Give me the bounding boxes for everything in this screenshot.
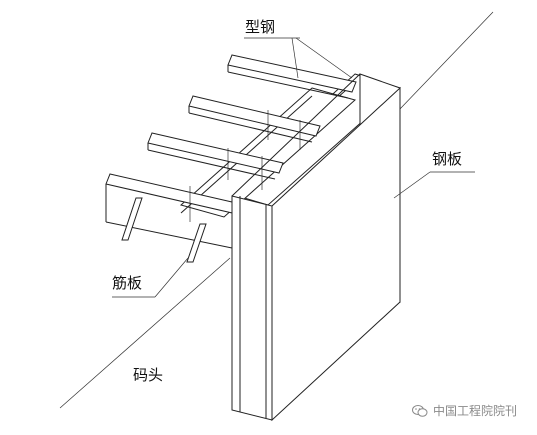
wechat-icon [412, 404, 428, 417]
leader-rib-plate [112, 257, 189, 298]
leader-steel-plate [393, 171, 475, 199]
rib-plate-label: 筋板 [112, 274, 143, 292]
wharf-label: 码头 [133, 366, 164, 384]
steel-plate-panel [231, 73, 401, 422]
steel-plate-label: 钢板 [432, 150, 463, 168]
girder-webs [189, 110, 301, 222]
transverse-beam-2 [188, 95, 321, 143]
transverse-beam-3 [147, 132, 284, 180]
watermark: 中国工程院院刊 [412, 402, 517, 419]
rib-plate-2 [186, 223, 207, 263]
rib-plate-1 [121, 197, 143, 241]
steel-section-label: 型钢 [245, 18, 276, 36]
leader-steel-section [244, 37, 353, 79]
watermark-text: 中国工程院院刊 [433, 404, 518, 418]
transverse-beam-1 [227, 54, 357, 99]
wharf-edge-lower [59, 257, 231, 409]
